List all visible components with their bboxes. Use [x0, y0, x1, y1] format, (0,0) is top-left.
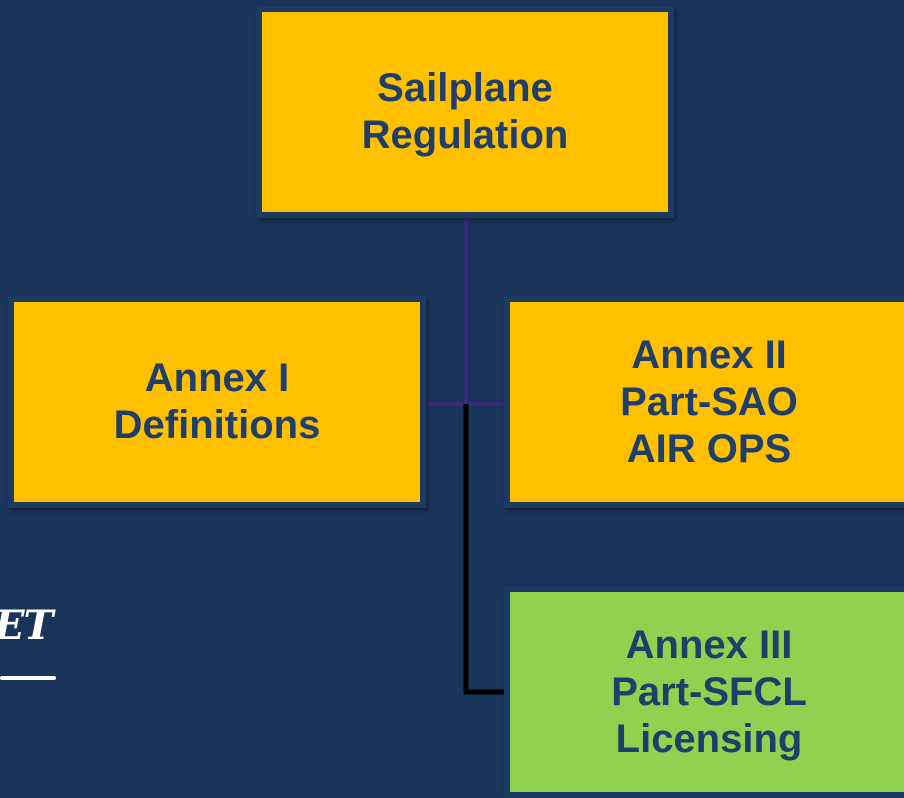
root-line-2: Regulation: [361, 113, 569, 157]
annex-iii-line-3: Licensing: [615, 716, 803, 761]
branch-line-annex-iii: [463, 404, 504, 695]
sailplane-regulation-box: Sailplane Regulation: [256, 6, 674, 218]
brand-logo: ET: [0, 604, 66, 694]
annex-i-line-1: Annex I: [144, 356, 290, 400]
logo-text: ET: [0, 602, 53, 649]
annex-i-line-2: Definitions: [113, 403, 321, 447]
annex-iii-line-2: Part-SFCL: [611, 669, 807, 714]
root-line-1: Sailplane: [377, 66, 553, 110]
logo-underline: [0, 676, 56, 680]
annex-ii-box: Annex II Part-SAO AIR OPS: [504, 296, 904, 508]
annex-ii-line-3: AIR OPS: [626, 426, 792, 471]
annex-ii-line-2: Part-SAO: [620, 379, 798, 424]
annex-ii-line-1: Annex II: [631, 332, 787, 377]
annex-i-box: Annex I Definitions: [8, 296, 426, 508]
annex-iii-box: Annex III Part-SFCL Licensing: [504, 586, 904, 798]
annex-iii-line-1: Annex III: [625, 622, 793, 667]
